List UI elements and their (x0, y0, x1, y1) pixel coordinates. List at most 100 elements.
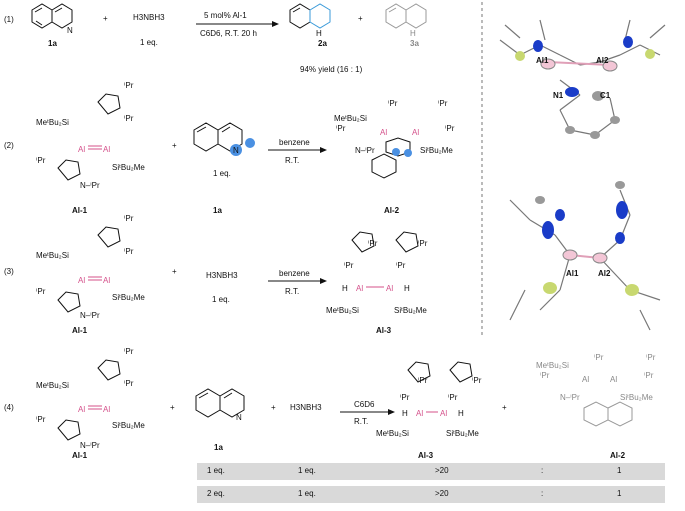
r2-substrate-label: 1a (213, 206, 222, 215)
r4-nipr: N–ⁱPr (80, 441, 100, 450)
r2p-ipr-1: ⁱPr (336, 124, 346, 133)
r2p-ipr-4: ⁱPr (445, 124, 455, 133)
r2-al2-structure: MeᵗBu₂Si ⁱPr Al Al ⁱPr ⁱPr ⁱPr N–ⁱPr Siᵗ… (334, 99, 455, 179)
r3-al3-structure: ⁱPr ⁱPr ⁱPr ⁱPr H Al Al H MeᵗBu₂Si SiᵗBu… (326, 231, 428, 315)
r4-al2-structure-grey: MeᵗBu₂Si ⁱPr Al Al ⁱPr ⁱPr ⁱPr N–ⁱPr Siᵗ… (536, 353, 656, 427)
r1-catalyst: 5 mol% Al-1 (204, 11, 247, 20)
r4p-ipr-4: ⁱPr (448, 393, 458, 402)
row1-quinoline: 1 eq. (298, 466, 316, 475)
r4p-al-left: Al (416, 409, 423, 418)
r2-reactant-label: Al-1 (72, 206, 88, 215)
row1-al2: 1 (617, 466, 622, 475)
r2-number: (2) (4, 141, 14, 150)
row1-amine: 1 eq. (207, 466, 225, 475)
r3-product-label: Al-3 (376, 326, 392, 335)
r3p-ipr-4: ⁱPr (396, 261, 406, 270)
row2-al3: >20 (435, 489, 449, 498)
r2-si-bottom: SiᵗBu₂Me (112, 163, 145, 172)
r1-conditions: C6D6, R.T. 20 h (200, 29, 257, 38)
r4-solvent: C6D6 (354, 400, 375, 409)
r2p-al-right: Al (412, 128, 419, 137)
r2-n-atom: N (233, 146, 239, 155)
r4g-si-bottom: SiᵗBu₂Me (620, 393, 653, 402)
r4g-nipr: N–ⁱPr (560, 393, 580, 402)
r3-number: (3) (4, 267, 14, 276)
r4p-h-left: H (402, 409, 408, 418)
r3-ipr-1: ⁱPr (124, 214, 134, 223)
crystal-top-al2: Al2 (596, 56, 609, 65)
r3p-ipr-3: ⁱPr (344, 261, 354, 270)
crystal-top-al1: Al1 (536, 56, 549, 65)
r3p-h-right: H (404, 284, 410, 293)
r2-arrowhead (320, 147, 327, 153)
r3-al-right: Al (103, 276, 110, 285)
r3-plus: + (172, 267, 177, 276)
r1-reagent-eq: 1 eq. (140, 38, 158, 47)
r1-quinoline (31, 3, 73, 29)
r1-substrate-label: 1a (48, 39, 57, 48)
r4p-al-right: Al (440, 409, 447, 418)
r1-product-2a (289, 3, 331, 29)
table-row: 2 eq. 1 eq. >20 : 1 (197, 486, 665, 503)
row1-al3: >20 (435, 466, 449, 475)
r4-plus-1: + (170, 403, 175, 412)
r2p-nipr: N–ⁱPr (355, 146, 375, 155)
row1-sep: : (541, 466, 544, 475)
r4-si-bottom: SiᵗBu₂Me (112, 421, 145, 430)
row2-amine: 2 eq. (207, 489, 225, 498)
r4-product-1-label: Al-3 (418, 451, 434, 460)
crystal-bottom-al2: Al2 (598, 269, 611, 278)
r2p-si-top: MeᵗBu₂Si (334, 114, 367, 123)
r4g-ipr-3: ⁱPr (646, 353, 656, 362)
r4-ipr-2: ⁱPr (124, 379, 134, 388)
r3-arrowhead (320, 278, 327, 284)
r3-ipr-2: ⁱPr (124, 247, 134, 256)
r3p-ipr-1: ⁱPr (368, 239, 378, 248)
r2-nipr: N–ⁱPr (80, 181, 100, 190)
row2-quinoline: 1 eq. (298, 489, 316, 498)
r3-reagent: H3NBH3 (206, 271, 238, 280)
r4-product-2-label: Al-2 (610, 451, 626, 460)
r4p-ipr-2: ⁱPr (472, 376, 482, 385)
r1-product-3a (385, 3, 427, 29)
r4g-al-right: Al (610, 375, 617, 384)
r3p-ipr-2: ⁱPr (418, 239, 428, 248)
crystal-bottom-al1: Al1 (566, 269, 579, 278)
r1-n-atom: N (67, 26, 73, 35)
r3-reagent-eq: 1 eq. (212, 295, 230, 304)
r1-number: (1) (4, 15, 14, 24)
r3p-si-top: MeᵗBu₂Si (326, 306, 359, 315)
r3-nipr: N–ⁱPr (80, 311, 100, 320)
crystal-top-n1: N1 (553, 91, 564, 100)
r2-plus: + (172, 141, 177, 150)
r3-solvent: benzene (279, 269, 310, 278)
r1-2a-nh: H (316, 29, 322, 38)
row2-sep: : (541, 489, 544, 498)
r2-quinoline (193, 122, 255, 156)
r2p-ipr-3: ⁱPr (438, 99, 448, 108)
crystal-structure-top (499, 19, 666, 139)
r3p-al-left: Al (356, 284, 363, 293)
table-row: 1 eq. 1 eq. >20 : 1 (197, 463, 665, 480)
r2p-si-bottom: SiᵗBu₂Me (420, 146, 453, 155)
r3p-al-right: Al (386, 284, 393, 293)
r4-temp: R.T. (354, 417, 368, 426)
r4-reagent: H3NBH3 (290, 403, 322, 412)
r4-ipr-3: ⁱPr (36, 415, 46, 424)
r4g-ipr-2: ⁱPr (594, 353, 604, 362)
r2-ipr-3: ⁱPr (36, 156, 46, 165)
r4p-si-bottom: SiᵗBu₂Me (446, 429, 479, 438)
r4p-h-right: H (458, 409, 464, 418)
r2-ipr-1: ⁱPr (124, 81, 134, 90)
r1-minor-label: 3a (410, 39, 419, 48)
r4p-ipr-3: ⁱPr (400, 393, 410, 402)
r3-al1-structure: MeᵗBu₂Si Al Al ⁱPr ⁱPr ⁱPr N–ⁱPr SiᵗBu₂M… (36, 214, 145, 320)
r2p-al-left: Al (380, 128, 387, 137)
r3-ipr-3: ⁱPr (36, 287, 46, 296)
r1-major-label: 2a (318, 39, 327, 48)
r2-product-label: Al-2 (384, 206, 400, 215)
r2-al1-structure: MeᵗBu₂Si Al Al ⁱPr ⁱPr ⁱPr N–ⁱPr SiᵗBu₂M… (36, 81, 145, 190)
r1-plus: + (103, 14, 108, 23)
r4-plus-3: + (502, 403, 507, 412)
